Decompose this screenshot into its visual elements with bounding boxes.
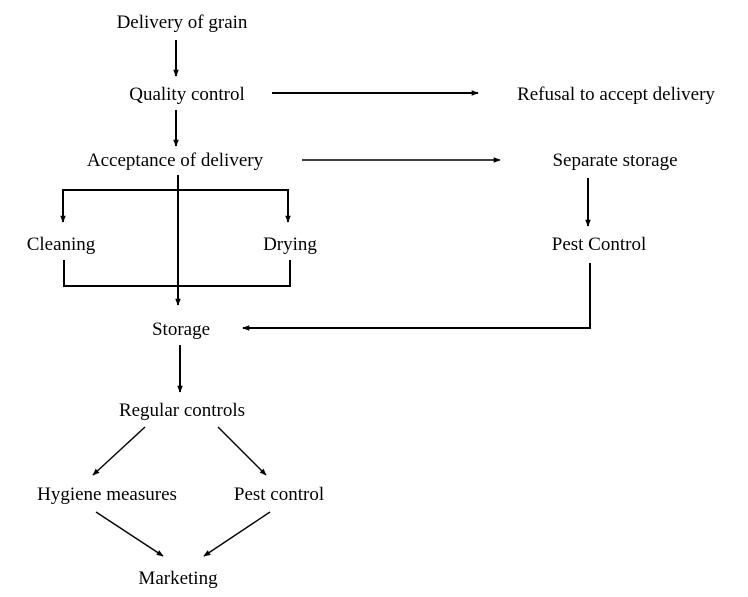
node-separate-storage: Separate storage bbox=[552, 150, 677, 171]
join-bracket bbox=[63, 260, 291, 287]
arrow-regular-pest bbox=[217, 426, 267, 476]
node-refusal: Refusal to accept delivery bbox=[517, 84, 715, 105]
node-pest-control-separate: Pest Control bbox=[552, 234, 646, 255]
node-storage: Storage bbox=[152, 319, 210, 340]
node-delivery: Delivery of grain bbox=[117, 12, 248, 33]
arrow-hygiene-marketing bbox=[95, 511, 164, 557]
arrow-pest-storage bbox=[242, 263, 591, 331]
arrow-regular-hygiene bbox=[92, 426, 146, 476]
node-regular-controls: Regular controls bbox=[119, 400, 245, 421]
arrow-pest-marketing bbox=[203, 511, 271, 557]
node-cleaning: Cleaning bbox=[27, 234, 96, 255]
node-quality-control: Quality control bbox=[129, 84, 245, 105]
node-pest-control: Pest control bbox=[234, 484, 324, 505]
node-marketing: Marketing bbox=[138, 568, 218, 589]
node-drying: Drying bbox=[263, 234, 317, 255]
node-acceptance: Acceptance of delivery bbox=[87, 150, 264, 171]
node-hygiene: Hygiene measures bbox=[37, 484, 177, 505]
